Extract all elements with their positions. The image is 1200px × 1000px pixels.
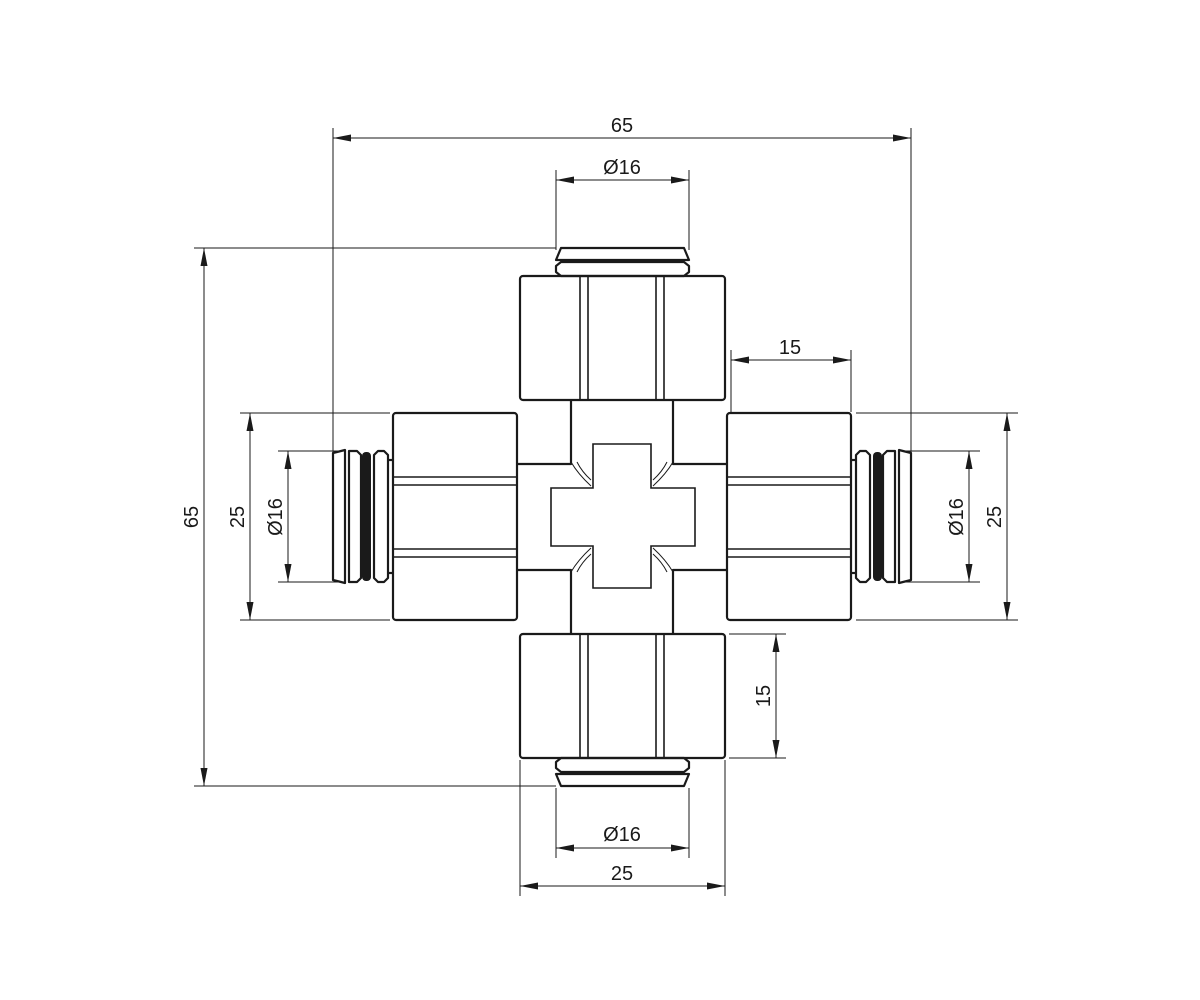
right-nut: [725, 411, 853, 622]
label-bottom-nut-width: 25: [611, 863, 633, 885]
label-right-nut-height: 25: [984, 506, 1006, 528]
central-body: [517, 400, 727, 634]
dim-left-diameter: [278, 450, 345, 583]
label-right-nut-length: 15: [779, 337, 801, 359]
top-nut: [518, 274, 727, 402]
label-left-nut-height: 25: [227, 506, 249, 528]
dim-overall-width: [332, 128, 912, 452]
dim-bottom-nut-length: [729, 633, 786, 759]
label-right-diameter: Ø16: [946, 498, 968, 536]
dimension-labels: 65 Ø16 15 Ø16 25 65 25 Ø16 Ø16 25 15: [181, 115, 1006, 885]
label-bottom-nut-length: 15: [753, 685, 775, 707]
bottom-pipe-insert: [554, 756, 691, 788]
label-top-diameter: Ø16: [603, 157, 641, 179]
right-o-ring: [873, 452, 882, 581]
dim-top-diameter: [555, 170, 690, 250]
label-left-diameter: Ø16: [265, 498, 287, 536]
label-overall-width: 65: [611, 115, 633, 137]
label-bottom-diameter: Ø16: [603, 824, 641, 846]
left-nut: [391, 411, 519, 622]
internal-bore-cross: [550, 443, 696, 589]
label-overall-height: 65: [181, 506, 203, 528]
left-o-ring: [362, 452, 371, 581]
dimension-lines: [194, 128, 1018, 896]
left-pipe-insert: [331, 448, 393, 585]
dim-bottom-diameter: [555, 788, 690, 858]
right-pipe-insert: [851, 448, 913, 585]
dim-bottom-nut-width: [519, 760, 726, 896]
dim-right-diameter: [899, 450, 980, 583]
dim-right-nut-height: [856, 412, 1018, 621]
cross-fitting-part: [331, 246, 913, 788]
dim-right-nut-length: [730, 350, 852, 412]
dim-left-nut-height: [240, 412, 390, 621]
bottom-nut: [518, 632, 727, 760]
top-pipe-insert: [554, 246, 691, 278]
dim-overall-height: [194, 247, 556, 787]
